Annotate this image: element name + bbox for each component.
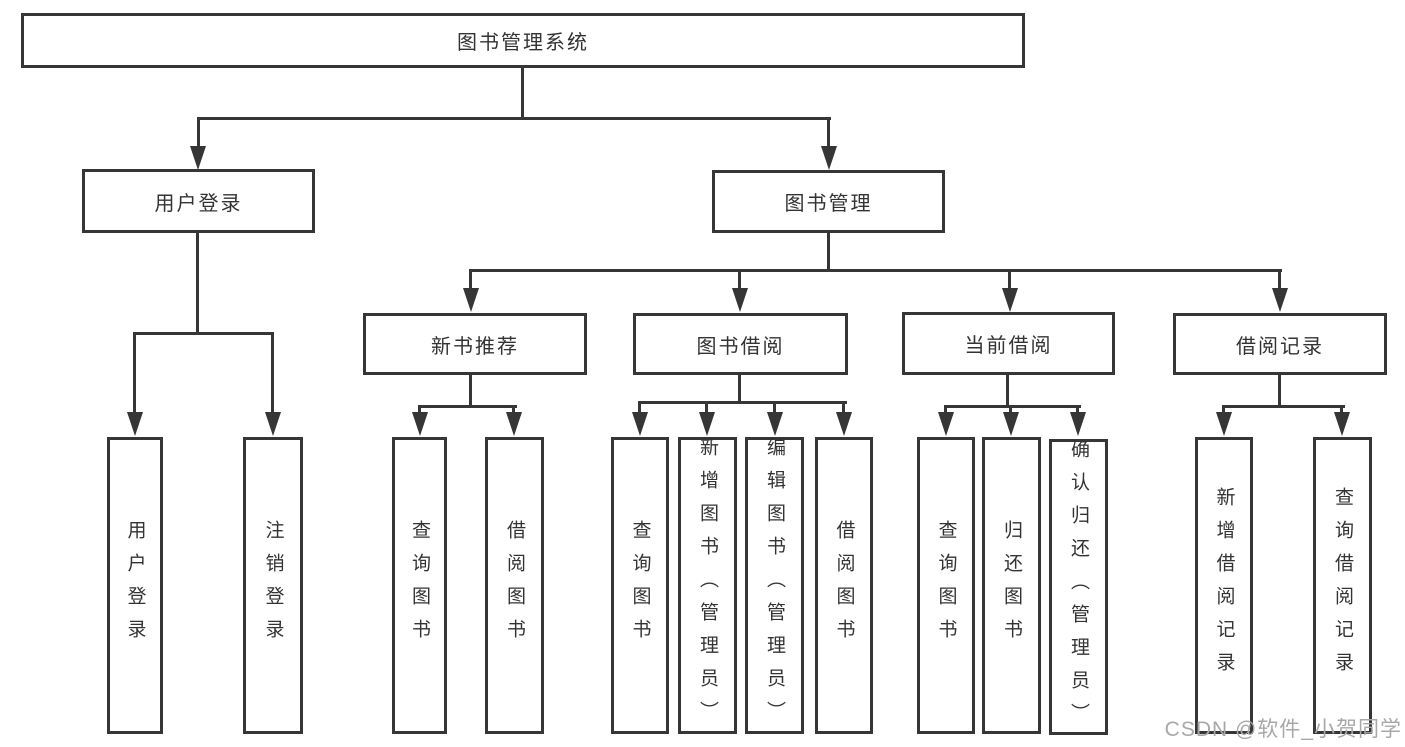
arrow-down-icon (1272, 288, 1288, 312)
arrow-down-icon (821, 146, 837, 170)
leaf-query-borrow-record: 查询借阅记录 (1313, 437, 1372, 734)
leaf-return-books: 归还图书 (982, 437, 1041, 734)
leaf-add-borrow-record: 新增借阅记录 (1195, 437, 1253, 734)
connector-arrow-shaft (638, 401, 641, 415)
leaf-query-books-1: 查询图书 (392, 437, 447, 734)
node-book-management: 图书管理 (712, 170, 945, 233)
arrow-down-icon (1002, 288, 1018, 312)
connector-newbook-hline (418, 405, 517, 408)
arrow-down-icon (127, 412, 143, 436)
leaf-borrow-books-1: 借阅图书 (485, 437, 544, 734)
connector-arrow-shaft (271, 332, 274, 414)
arrow-down-icon (938, 412, 954, 436)
leaf-borrow-books-2: 借阅图书 (815, 437, 873, 734)
arrow-down-icon (732, 288, 748, 312)
connector-current-hline (944, 405, 1081, 408)
connector-arrow-shaft (1278, 269, 1281, 291)
connector-arrow-shaft (705, 401, 708, 415)
leaf-logout: 注销登录 (243, 437, 303, 734)
connector-arrow-shaft (773, 401, 776, 415)
arrow-down-icon (632, 412, 648, 436)
connector-arrow-shaft (1076, 405, 1079, 415)
connector-userlogin-hline (133, 332, 274, 335)
connector-arrow-shaft (842, 401, 845, 415)
connector-arrow-shaft (418, 405, 421, 415)
connector-current-stem (1006, 373, 1009, 408)
node-current-borrowing: 当前借阅 (902, 312, 1115, 375)
connector-arrow-shaft (1008, 269, 1011, 291)
connector-root-hline (197, 117, 831, 120)
node-user-login: 用户登录 (82, 169, 315, 233)
leaf-user-login: 用户登录 (107, 437, 163, 734)
connector-records-stem (1278, 373, 1281, 408)
arrow-down-icon (1216, 412, 1232, 436)
leaf-query-books-3: 查询图书 (917, 437, 975, 734)
leaf-confirm-return-admin: 确认归还（管理员） (1049, 439, 1108, 736)
arrow-down-icon (506, 412, 522, 436)
connector-arrow-shaft (944, 405, 947, 415)
connector-newbook-stem (469, 373, 472, 408)
connector-borrowing-hline (638, 401, 847, 404)
connector-arrow-shaft (1222, 405, 1225, 415)
leaf-add-book-admin: 新增图书（管理员） (678, 437, 737, 734)
arrow-down-icon (412, 412, 428, 436)
connector-arrow-shaft (133, 332, 136, 414)
node-library-system: 图书管理系统 (21, 13, 1025, 68)
arrow-down-icon (1334, 412, 1350, 436)
connector-userlogin-stem (196, 231, 199, 334)
connector-bookmgmt-hline (469, 269, 1282, 272)
connector-arrow-shaft (469, 269, 472, 291)
node-new-book-recommend: 新书推荐 (363, 313, 587, 375)
connector-arrow-shaft (1340, 405, 1343, 415)
arrow-down-icon (265, 412, 281, 436)
arrow-down-icon (463, 288, 479, 312)
connector-arrow-shaft (512, 405, 515, 415)
node-borrowing-records: 借阅记录 (1173, 313, 1387, 375)
connector-borrowing-stem (738, 373, 741, 404)
connector-arrow-shaft (197, 117, 200, 149)
connector-bookmgmt-stem (827, 233, 830, 272)
arrow-down-icon (1070, 412, 1086, 436)
connector-root-stem (521, 66, 524, 120)
leaf-query-books-2: 查询图书 (611, 437, 669, 734)
connector-arrow-shaft (1009, 405, 1012, 415)
arrow-down-icon (836, 412, 852, 436)
connector-arrow-shaft (827, 117, 830, 149)
connector-records-hline (1222, 405, 1345, 408)
node-book-borrowing: 图书借阅 (633, 313, 848, 375)
watermark: CSDN @软件_小贺同学 (1164, 718, 1402, 741)
connector-arrow-shaft (738, 269, 741, 291)
arrow-down-icon (699, 412, 715, 436)
arrow-down-icon (190, 146, 206, 170)
leaf-edit-book-admin: 编辑图书（管理员） (745, 437, 804, 734)
arrow-down-icon (767, 412, 783, 436)
arrow-down-icon (1003, 412, 1019, 436)
